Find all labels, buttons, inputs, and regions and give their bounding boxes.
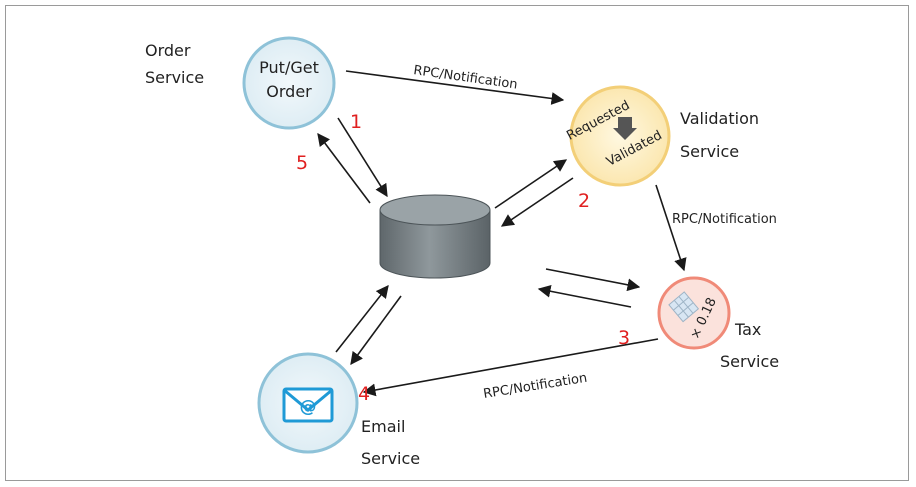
tax-service-node: × 0.18 (657, 276, 731, 350)
email-service-label-2: Service (361, 449, 420, 468)
step-2: 2 (578, 190, 590, 212)
edge-label-tax-email: RPC/Notification (482, 371, 588, 402)
arrow-validation-to-db (500, 177, 574, 227)
edge-label-validation-tax: RPC/Notification (672, 212, 777, 227)
email-service-label-1: Email (361, 417, 405, 436)
arrow-db-to-validation (494, 159, 568, 209)
database-icon (379, 194, 491, 279)
arrows (317, 70, 687, 397)
arrow-tax-to-email (362, 338, 659, 397)
arrow-tax-to-db (537, 284, 632, 308)
step-3: 3 (618, 327, 630, 349)
arrow-db-to-order (317, 132, 371, 204)
order-service-label-1: Order (145, 41, 191, 60)
tax-service-label-2: Service (720, 352, 779, 371)
mail-icon: @ (282, 387, 334, 423)
down-arrow-icon (613, 117, 637, 140)
validation-service-node: Requested Validated (564, 85, 671, 187)
arrow-order-to-db (337, 117, 388, 198)
validation-service-label-2: Service (680, 142, 739, 161)
step-4: 4 (358, 383, 370, 405)
order-service-label-2: Service (145, 68, 204, 87)
arrow-email-to-db (335, 284, 389, 353)
tax-service-label-1: Tax (734, 320, 761, 339)
step-5: 5 (296, 152, 308, 174)
arrow-db-to-email (350, 295, 402, 366)
order-node-line1: Put/Get (259, 58, 319, 77)
arrow-validation-to-tax (655, 184, 687, 272)
calculator-icon (668, 291, 700, 323)
validation-service-label-1: Validation (680, 109, 759, 128)
arrow-db-to-tax (545, 268, 641, 292)
arrow-order-to-validation (345, 70, 565, 105)
order-node-line2: Order (266, 82, 312, 101)
step-1: 1 (350, 111, 362, 133)
edge-label-order-validation: RPC/Notification (412, 63, 518, 92)
svg-text:@: @ (300, 397, 317, 417)
email-service-node: @ (257, 352, 359, 454)
order-service-node: Put/Get Order (242, 36, 336, 130)
